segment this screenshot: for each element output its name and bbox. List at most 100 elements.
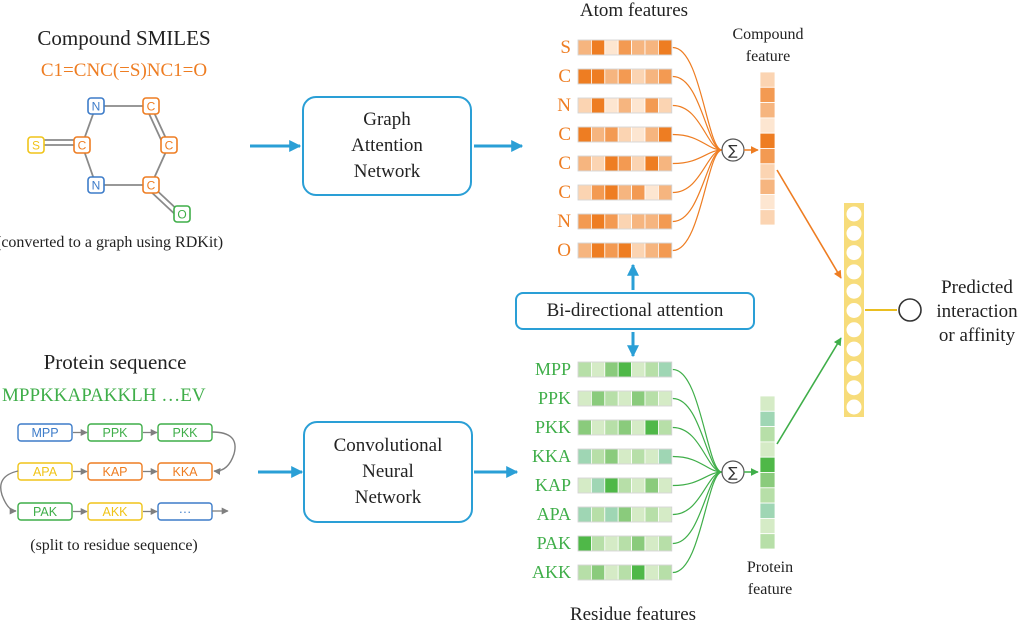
residue-features-cell bbox=[631, 390, 646, 407]
compound-feature-cell bbox=[759, 163, 776, 180]
residue-chip bbox=[87, 423, 143, 442]
atom-n1-label: N bbox=[92, 100, 101, 114]
atom-features-cell bbox=[644, 97, 659, 114]
atom-features-pool-line bbox=[672, 133, 723, 151]
residue-chip-label: ··· bbox=[179, 505, 192, 519]
cnn-box: Convolutional Neural Network bbox=[303, 421, 473, 523]
residue-chip bbox=[87, 462, 143, 481]
residue-chip bbox=[17, 502, 73, 521]
residue-features-cell bbox=[591, 506, 606, 523]
residue-features-pool-line bbox=[672, 426, 723, 473]
atom-o-node bbox=[173, 205, 191, 223]
residue-features-cell bbox=[604, 361, 619, 378]
residue-features-cell bbox=[591, 535, 606, 552]
residue-chip-label: PAK bbox=[33, 505, 58, 519]
atom-features-row-outline bbox=[577, 126, 673, 143]
protein-feature-cell bbox=[759, 518, 776, 535]
atom-features-row-label: C bbox=[558, 66, 571, 87]
residue-features-cell bbox=[591, 448, 606, 465]
atom-features-cell bbox=[577, 68, 592, 85]
atom-features-cell bbox=[577, 155, 592, 172]
atom-features-cell bbox=[631, 126, 646, 143]
atom-features-cell bbox=[617, 68, 633, 85]
residue-features-cell bbox=[604, 419, 619, 436]
atom-features-cell bbox=[604, 39, 619, 56]
residue-chip bbox=[157, 462, 213, 481]
residue-chip-label: KAP bbox=[102, 465, 127, 479]
protein-feature-cell bbox=[759, 502, 776, 519]
protein-sequence-string: MPPKKAPAKKLH …EV bbox=[2, 385, 206, 406]
residue-features-row-outline bbox=[577, 419, 673, 436]
atom-c4-label: C bbox=[78, 139, 87, 153]
atom-features-cell bbox=[591, 155, 606, 172]
residue-features-cell bbox=[631, 419, 646, 436]
predicted-output-label: Predicted interaction or affinity bbox=[936, 277, 1018, 346]
residue-features-cell bbox=[617, 564, 633, 581]
dense-neuron bbox=[845, 321, 863, 339]
compound-feature-cell bbox=[759, 148, 776, 165]
compound-feature-cell bbox=[759, 178, 776, 195]
residue-features-cell bbox=[658, 361, 673, 378]
protein-sequence-title: Protein sequence bbox=[43, 350, 187, 374]
residue-features-cell bbox=[591, 419, 606, 436]
atom-features-cell bbox=[658, 68, 673, 85]
residue-features-row-outline bbox=[577, 506, 673, 523]
atom-features-cell bbox=[577, 39, 592, 56]
residue-features-cell bbox=[658, 477, 673, 494]
atom-features-row-outline bbox=[577, 39, 673, 56]
protein-feature-cell bbox=[759, 456, 776, 473]
atom-s-label: S bbox=[32, 139, 40, 153]
atom-features-pool-line bbox=[672, 149, 723, 194]
residue-features-cell bbox=[644, 564, 659, 581]
residue-features-cell bbox=[617, 390, 633, 407]
residue-features-cell bbox=[644, 361, 659, 378]
compound-feature-cell bbox=[759, 86, 776, 104]
bidirectional-attention-box: Bi-directional attention bbox=[515, 292, 755, 330]
residue-features-cell bbox=[604, 390, 619, 407]
atom-c4-node bbox=[73, 136, 91, 154]
atom-features-row-outline bbox=[577, 242, 673, 259]
residue-features-cell bbox=[591, 477, 606, 494]
residue-features-cell bbox=[577, 564, 592, 581]
atom-features-cell bbox=[644, 155, 659, 172]
protein-to-dense-arrow bbox=[776, 337, 842, 445]
atom-features-cell bbox=[631, 68, 646, 85]
residue-features-cell bbox=[631, 361, 646, 378]
residue-features-cell bbox=[631, 448, 646, 465]
residue-features-cell bbox=[577, 390, 592, 407]
atom-features-pool-line bbox=[672, 75, 723, 151]
atom-features-pool-line bbox=[672, 149, 723, 252]
atom-features-cell bbox=[604, 242, 619, 259]
atom-features-pool-line bbox=[672, 104, 723, 151]
residue-features-cell bbox=[631, 506, 646, 523]
atom-features-cell bbox=[617, 126, 633, 143]
atom-features-cell bbox=[591, 184, 606, 201]
dense-neuron bbox=[845, 205, 863, 223]
atom-features-cell bbox=[591, 97, 606, 114]
dense-neuron bbox=[845, 244, 863, 262]
residue-features-row-outline bbox=[577, 535, 673, 552]
compound-feature-vector bbox=[759, 71, 776, 226]
residue-chip bbox=[17, 423, 73, 442]
atom-features-cell bbox=[658, 39, 673, 56]
atom-o-label: O bbox=[177, 208, 186, 222]
dense-neuron bbox=[845, 379, 863, 397]
atom-features-cell bbox=[644, 126, 659, 143]
residue-chip-label: AKK bbox=[102, 505, 128, 519]
atom-features-row-label: N bbox=[557, 95, 571, 116]
atom-features-pool-line bbox=[672, 149, 723, 223]
atom-c5-node bbox=[142, 176, 160, 194]
residue-features-cell bbox=[644, 477, 659, 494]
atom-features-cell bbox=[631, 242, 646, 259]
atom-features-cell bbox=[617, 155, 633, 172]
residue-features-cell bbox=[604, 477, 619, 494]
compound-feature-cell bbox=[759, 102, 776, 119]
residue-features-pool-line bbox=[672, 471, 723, 545]
atom-features-row-label: C bbox=[558, 182, 571, 203]
residue-features-cell bbox=[644, 390, 659, 407]
residue-features-pool-line bbox=[672, 397, 723, 473]
residue-features-row-label: KKA bbox=[532, 446, 571, 466]
atom-features-cell bbox=[604, 213, 619, 230]
